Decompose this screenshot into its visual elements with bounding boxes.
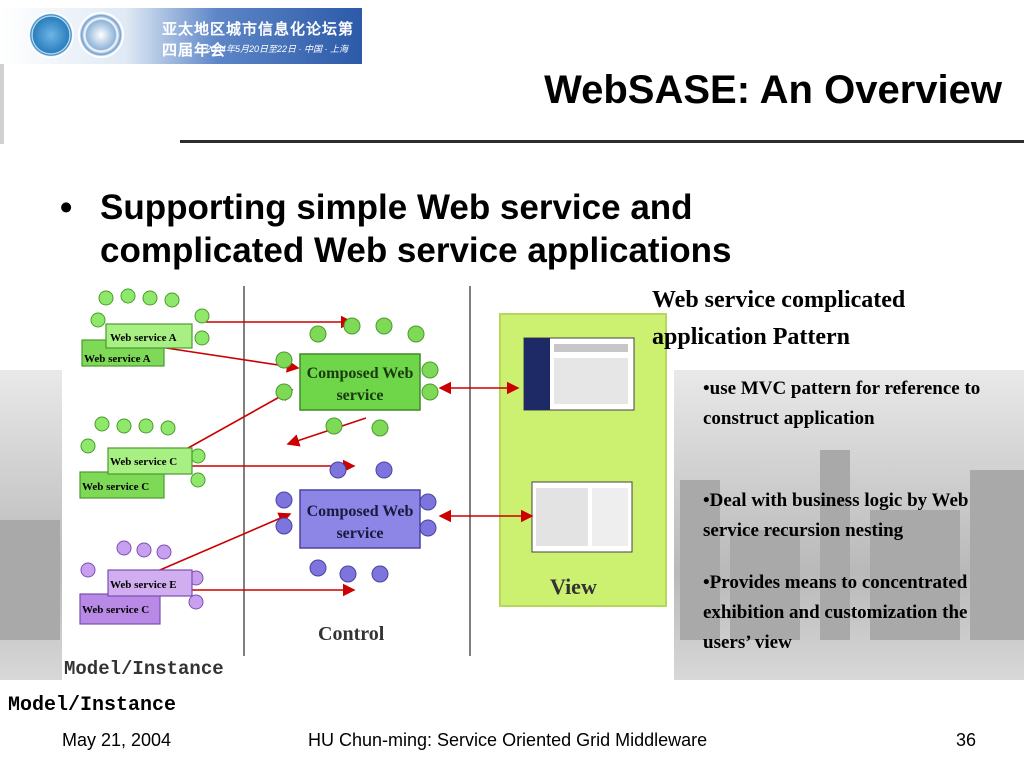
view-label: View [550,574,597,599]
title-divider [180,140,1024,143]
web-service-c-node: Web service C Web service C [79,416,206,499]
web-service-e-node: Web service E Web service C [79,540,204,625]
point-mvc: •use MVC pattern for reference to constr… [703,378,981,429]
composed-web-service-1: Composed Web service [275,317,439,437]
composed2-line1: Composed Web [307,503,414,520]
ws-e-front-label: Web service E [110,579,177,591]
footer-title: HU Chun-ming: Service Oriented Grid Midd… [308,730,708,750]
ws-a-front-label: Web service A [110,332,177,344]
control-label: Control [318,623,385,645]
un-logo-icon [78,12,124,58]
composed1-line1: Composed Web [307,365,414,382]
model-instance-label: Model/Instance [64,658,224,680]
ws-c2-back-label: Web service C [82,604,149,616]
bullet-dot: • [60,188,73,227]
mvc-diagram-svg: View Web service A Web service A [64,286,667,680]
footer-date: May 21, 2004 [62,730,172,750]
point-business-logic: •Deal with business logic by Web service… [703,490,969,541]
slide-title: WebSASE: An Overview [544,68,1002,112]
ws-c1-back-label: Web service C [82,481,149,493]
composed-web-service-2: Composed Web service [275,461,437,583]
ws-a-back-label: Web service A [84,353,151,365]
banner-title: 亚太地区城市信息化论坛第四届年会 [162,21,355,59]
mvc-diagram: View Web service A Web service A [62,286,674,680]
banner-subtitle: 2004年5月20日至22日 · 中国 · 上海 [206,44,349,54]
composed1-line2: service [336,387,383,404]
model-instance-caption: Model/Instance [8,694,177,717]
footer-page-number: 36 [956,730,977,750]
point-customization: •Provides means to concentrated exhibiti… [703,572,968,653]
composed2-line2: service [336,525,383,542]
side-strip [0,64,4,144]
web-service-a-node: Web service A Web service A [81,288,210,367]
ws-c1-front-label: Web service C [110,456,177,468]
bullet-text: Supporting simple Web service and compli… [100,188,732,270]
forum-logo-icon [28,12,74,58]
conference-banner: 亚太地区城市信息化论坛第四届年会 2004年5月20日至22日 · 中国 · 上… [0,8,362,64]
pattern-title: Web service complicated application Patt… [652,287,906,350]
